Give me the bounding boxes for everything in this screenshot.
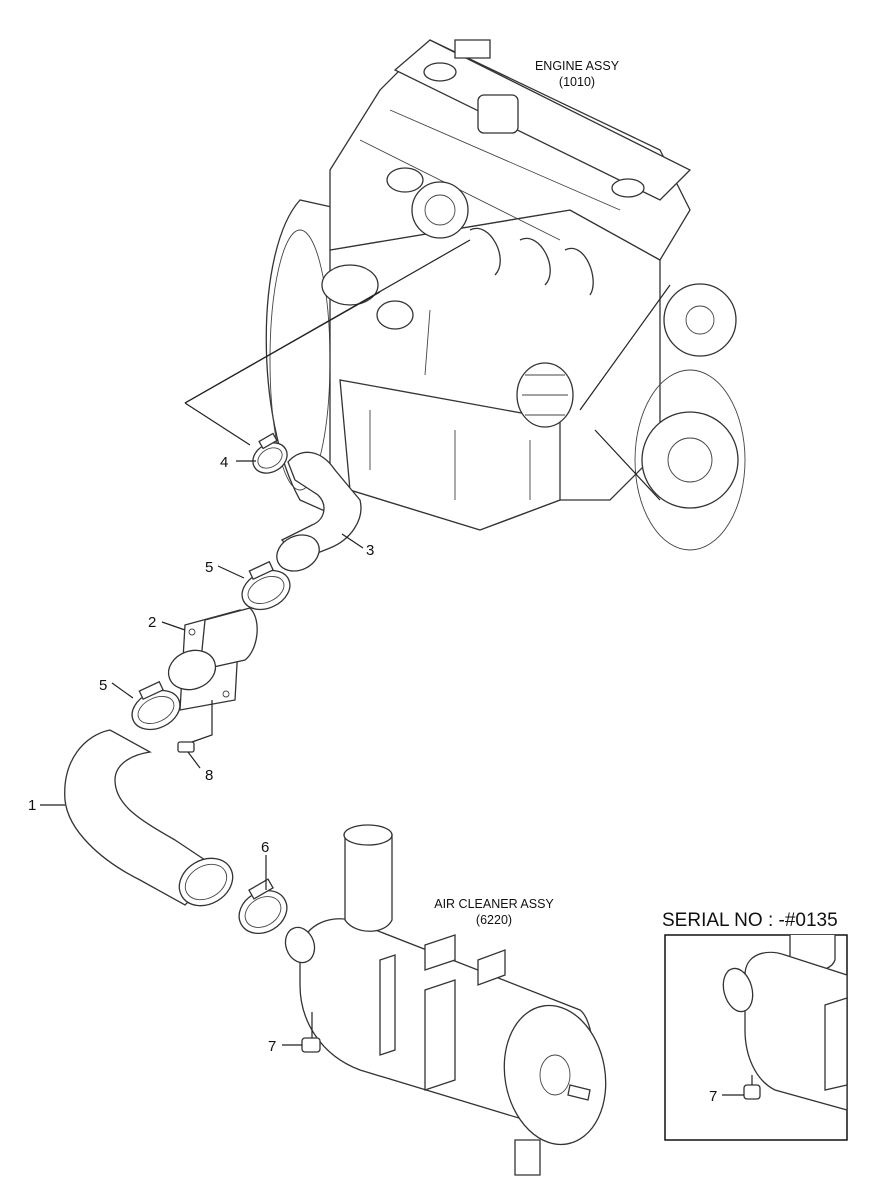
elbow-hose-3	[276, 451, 362, 572]
serial-inset	[664, 934, 848, 1141]
hose-clamp-4	[252, 432, 288, 474]
dust-valve-7	[301, 1012, 321, 1053]
hose-clamp-5-upper	[241, 560, 291, 611]
bolt-8	[177, 700, 213, 753]
intake-hose-1	[64, 729, 234, 907]
air-cleaner-assembly	[284, 824, 607, 1176]
callout-6: 6	[261, 839, 269, 856]
callout-4: 4	[220, 454, 228, 471]
engine-assy-label: ENGINE ASSY	[535, 59, 620, 73]
hose-clamp-5-lower	[131, 680, 181, 731]
air-cleaner-assy-label: AIR CLEANER ASSY	[434, 897, 554, 911]
leader-lines-engine	[184, 239, 471, 446]
callout-8: 8	[205, 767, 213, 784]
air-cleaner-assy-code: (6220)	[476, 913, 512, 927]
callout-7-main: 7	[268, 1038, 276, 1055]
callout-5-lower: 5	[99, 677, 107, 694]
callout-2: 2	[148, 614, 156, 631]
callout-7-inset: 7	[709, 1088, 717, 1105]
flange-pipe-2	[167, 607, 258, 711]
engine-assembly	[265, 39, 746, 551]
engine-assy-code: (1010)	[559, 75, 595, 89]
serial-no-label: SERIAL NO : -#0135	[662, 910, 838, 931]
hose-clamp-6	[238, 878, 288, 935]
callout-1: 1	[28, 797, 36, 814]
callout-3: 3	[366, 542, 374, 559]
callout-5-upper: 5	[205, 559, 213, 576]
callout-leaders	[40, 460, 744, 1096]
